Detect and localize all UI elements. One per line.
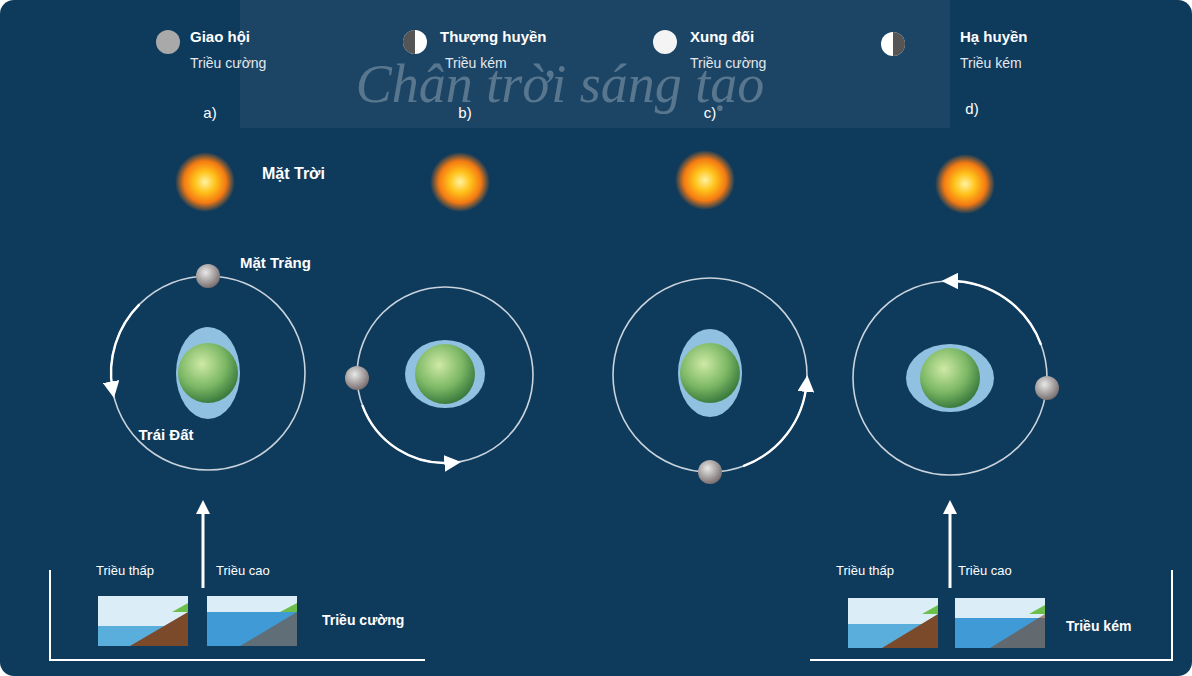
panel-letter: c): [704, 104, 717, 122]
tide-type: Triều cường: [190, 55, 266, 72]
pointer-arrow-head: [196, 500, 957, 514]
tide-picture-low: [98, 596, 188, 646]
tide-picture-label: Triều thấp: [836, 563, 894, 579]
tide-picture-label: Triều cao: [216, 563, 270, 579]
tide-group-label: Triều kém: [1066, 618, 1131, 635]
earth: [178, 343, 980, 408]
moon-orbit: [111, 276, 1047, 475]
bracket: [50, 570, 1172, 660]
sun: [175, 150, 995, 214]
tide-picture-label: Triều cao: [958, 563, 1012, 579]
phase-name: Thượng huyền: [440, 28, 547, 46]
pointer-arrow: [203, 512, 950, 588]
moon: [196, 264, 1059, 484]
tide-type: Triều kém: [960, 55, 1022, 72]
panel-letter: d): [965, 100, 978, 118]
tide-picture-low: [848, 598, 938, 648]
orbit-direction-arrow: [111, 281, 1041, 466]
tide-picture-high: [207, 596, 297, 646]
tide-picture-high: [955, 598, 1045, 648]
tide-group-label: Triều cường: [322, 612, 404, 629]
tide-type: Triều kém: [445, 55, 507, 72]
earth-label: Trái Đất: [138, 426, 193, 444]
phase-name: Giao hội: [190, 28, 250, 46]
tide-picture-label: Triều thấp: [96, 563, 154, 579]
watermark-band: [240, 0, 950, 128]
panel-letter: a): [203, 104, 216, 122]
phase-name: Xung đối: [690, 28, 754, 46]
phase-name: Hạ huyền: [960, 28, 1028, 46]
tide-type: Triều cường: [690, 55, 766, 72]
sun-label: Mặt Trời: [262, 164, 325, 183]
moon-label: Mặt Trăng: [240, 254, 311, 272]
panel-letter: b): [458, 104, 471, 122]
tidal-bulge: [176, 327, 994, 419]
